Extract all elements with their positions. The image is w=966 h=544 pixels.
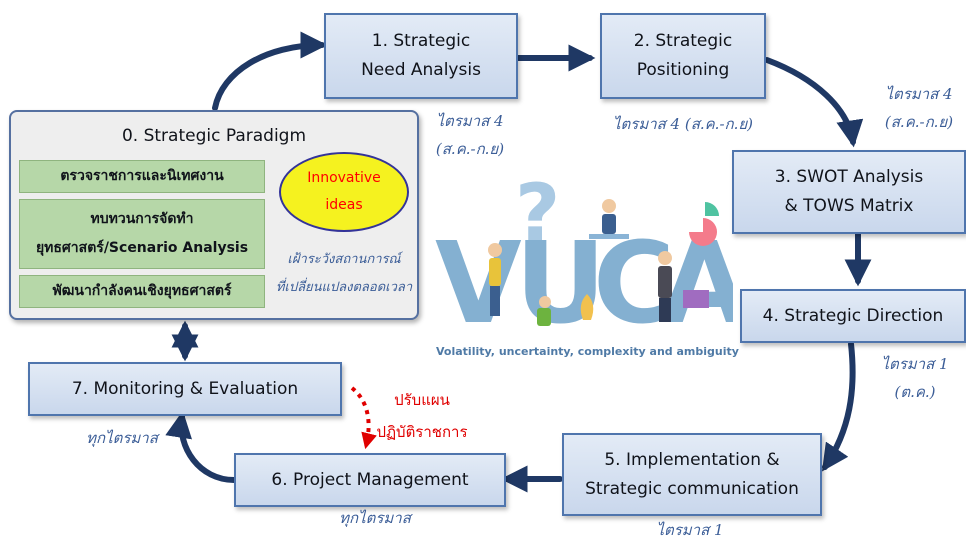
step-5-period: ไตรมาส 1	[656, 521, 724, 539]
innovative-ideas-ellipse[interactable]: Innovative ideas	[279, 152, 409, 232]
strategic-paradigm-panel[interactable]: 0. Strategic Paradigm ตรวจราชการและนิเทศ…	[9, 110, 419, 320]
step-2-title: 2. Strategic	[633, 31, 733, 51]
step-6-title: 6. Project Management	[271, 469, 469, 490]
arrow-4-to-5	[821, 341, 856, 472]
step-3-subtitle: & TOWS Matrix	[784, 196, 914, 216]
step-2-period: ไตรมาส 4 (ส.ค.-ก.ย)	[612, 115, 754, 133]
step-6-box[interactable]: 6. Project Management	[234, 453, 506, 507]
arrow-0-to-1	[212, 31, 328, 111]
vuca-people-figures	[488, 199, 719, 326]
step-7-title: 7. Monitoring & Evaluation	[71, 378, 299, 399]
vuca-letter-v: V	[435, 219, 522, 349]
step-1-subtitle: Need Analysis	[361, 60, 481, 80]
step-3-period: ไตรมาส 4(ส.ค.-ก.ย)	[884, 85, 954, 131]
step-4-title: 4. Strategic Direction	[762, 305, 944, 326]
vuca-letter-u: U	[515, 219, 606, 349]
step-6-period: ทุกไตรมาส	[339, 509, 411, 527]
step-5-box[interactable]: 5. Implementation & Strategic communicat…	[562, 433, 822, 516]
step-1-box[interactable]: 1. Strategic Need Analysis	[324, 13, 518, 99]
paradigm-item-workforce[interactable]: พัฒนากำลังคนเชิงยุทธศาสตร์	[19, 275, 265, 308]
step-5-subtitle: Strategic communication	[585, 478, 799, 499]
situation-watch-note: เฝ้าระวังสถานการณ์ ที่เปลี่ยนแปลงตลอดเวล…	[275, 252, 413, 295]
arrow-2-to-3	[764, 57, 864, 148]
step-4-box[interactable]: 4. Strategic Direction	[740, 289, 966, 343]
step-2-box[interactable]: 2. Strategic Positioning	[600, 13, 766, 99]
vuca-illustration: ? V U C A	[435, 169, 733, 349]
step-3-box[interactable]: 3. SWOT Analysis & TOWS Matrix	[732, 150, 966, 234]
paradigm-title: 0. Strategic Paradigm	[121, 126, 307, 146]
revise-plan-label: ปรับแผน ปฏิบัติราชการ	[376, 391, 468, 441]
paradigm-item-inspection[interactable]: ตรวจราชการและนิเทศงาน	[19, 160, 265, 193]
step-1-title: 1. Strategic	[371, 31, 471, 51]
step-5-title: 5. Implementation &	[604, 449, 780, 470]
step-2-subtitle: Positioning	[636, 60, 730, 80]
step-1-period: ไตรมาส 4(ส.ค.-ก.ย)	[435, 112, 505, 158]
step-3-title: 3. SWOT Analysis	[774, 167, 924, 187]
arrow-6-to-7	[165, 410, 237, 483]
vuca-caption: Volatility, uncertainty, complexity and …	[436, 345, 739, 358]
vuca-question-mark: ?	[515, 169, 560, 259]
paradigm-item-strategy-review[interactable]: ทบทวนการจัดทำ ยุทธศาสตร์/Scenario Analys…	[19, 199, 265, 269]
step-7-box[interactable]: 7. Monitoring & Evaluation	[28, 362, 342, 416]
step-4-period: ไตรมาส 1(ต.ค.)	[881, 355, 949, 401]
step-7-period: ทุกไตรมาส	[86, 429, 158, 447]
